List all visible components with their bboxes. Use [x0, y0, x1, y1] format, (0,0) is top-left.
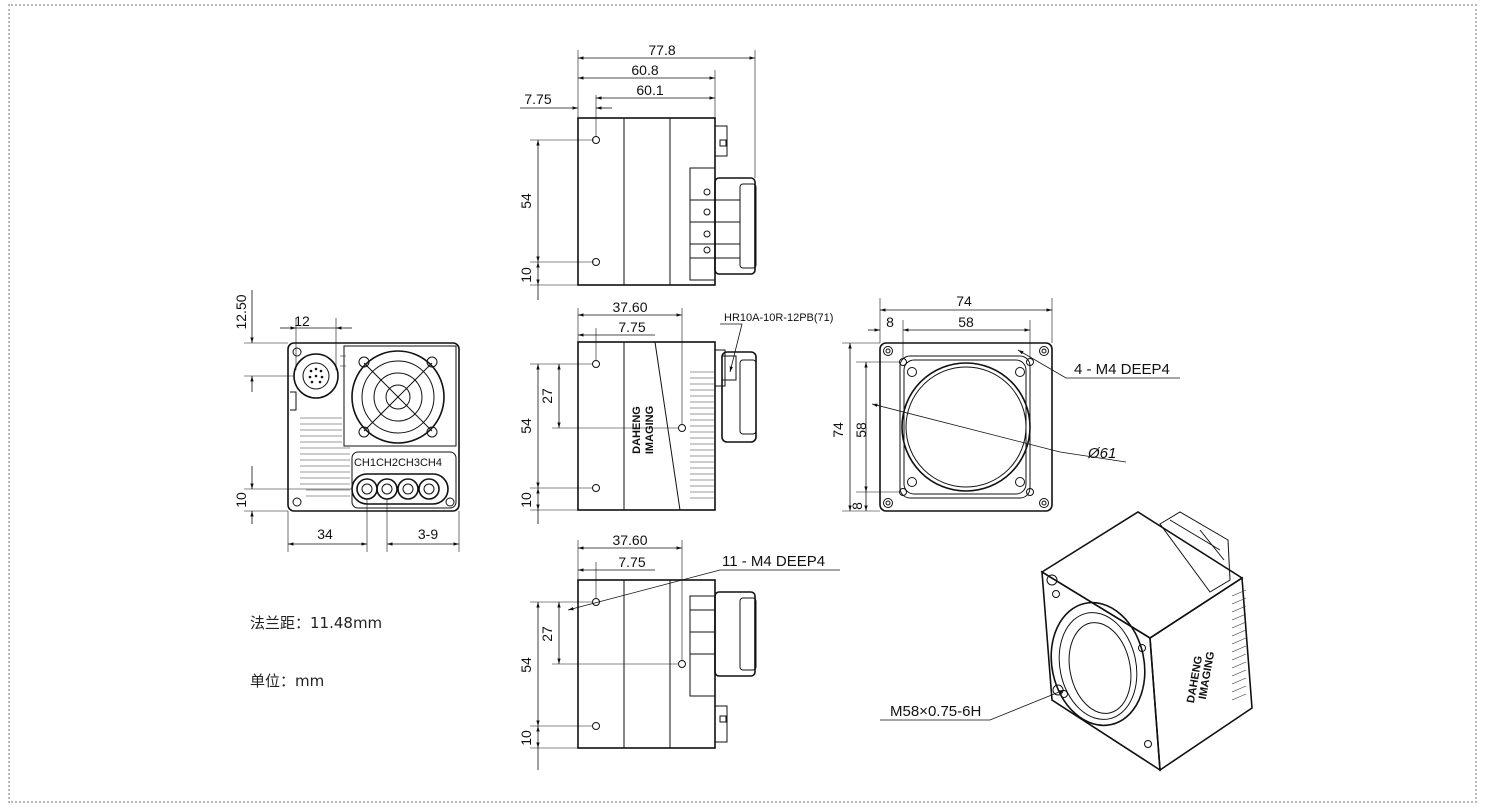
dim-total-length: 77.8 [648, 42, 675, 58]
thread-spec-label: M58×0.75-6H [890, 703, 981, 720]
svg-text:27: 27 [539, 626, 555, 642]
front-hole-spec: 4 - M4 DEEP4 [1074, 361, 1170, 378]
channel-2-label: CH2 [376, 457, 398, 469]
svg-text:7.75: 7.75 [618, 554, 645, 570]
svg-text:58: 58 [958, 314, 974, 330]
svg-text:IMAGING: IMAGING [644, 406, 656, 454]
svg-text:34: 34 [317, 526, 333, 542]
dim-body-length: 60.8 [631, 62, 658, 78]
front-view: 74 8 58 74 58 8 4 - M4 DEEP4 Ø61 [830, 293, 1180, 512]
side-view-top: 77.8 60.8 60.1 7.75 54 10 [518, 42, 757, 300]
isometric-view: DAHENG IMAGING M58×0.75-6H [880, 511, 1253, 772]
channel-1-label: CH1 [354, 457, 376, 469]
brand-logo-mid: DAHENG [631, 406, 643, 454]
dim-mid-width: 37.60 [612, 299, 647, 315]
dim-back-top: 12.50 [233, 294, 249, 329]
svg-text:8: 8 [849, 502, 865, 510]
dim-height: 54 [518, 193, 534, 209]
channel-4-label: CH4 [420, 457, 442, 469]
unit-note: 单位：mm [250, 672, 325, 690]
dim-front-width: 74 [956, 293, 972, 309]
svg-text:54: 54 [518, 657, 534, 673]
lens-diameter: Ø61 [1087, 445, 1116, 462]
channel-3-label: CH3 [398, 457, 420, 469]
svg-text:8: 8 [886, 314, 894, 330]
hole-spec-label: 11 - M4 DEEP4 [722, 553, 825, 570]
dim-mid-offset: 7.75 [618, 319, 645, 335]
side-view-bottom: 37.60 7.75 11 - M4 DEEP4 27 54 10 [518, 532, 840, 770]
side-view-middle: DAHENG IMAGING 37.60 7.75 HR10A-10R-12PB… [518, 299, 833, 524]
dim-back-conn: 12 [294, 313, 310, 329]
dim-offset: 7.75 [524, 91, 551, 107]
svg-text:10: 10 [518, 492, 534, 508]
svg-text:54: 54 [518, 418, 534, 434]
connector-label: HR10A-10R-12PB(71) [724, 312, 833, 324]
svg-text:37.60: 37.60 [612, 532, 647, 548]
dim-inner-length: 60.1 [636, 82, 663, 98]
svg-text:58: 58 [853, 422, 869, 438]
svg-text:74: 74 [830, 422, 846, 438]
svg-text:3-9: 3-9 [418, 526, 438, 542]
drawing-frame [8, 4, 1477, 803]
back-view: CH1 CH2 CH3 CH4 12.50 12 10 34 3-9 [233, 290, 460, 552]
dim-bottom: 10 [518, 267, 534, 283]
svg-text:10: 10 [518, 730, 534, 746]
svg-text:10: 10 [233, 492, 249, 508]
svg-text:27: 27 [539, 388, 555, 404]
flange-distance-note: 法兰距：11.48mm [250, 614, 383, 632]
